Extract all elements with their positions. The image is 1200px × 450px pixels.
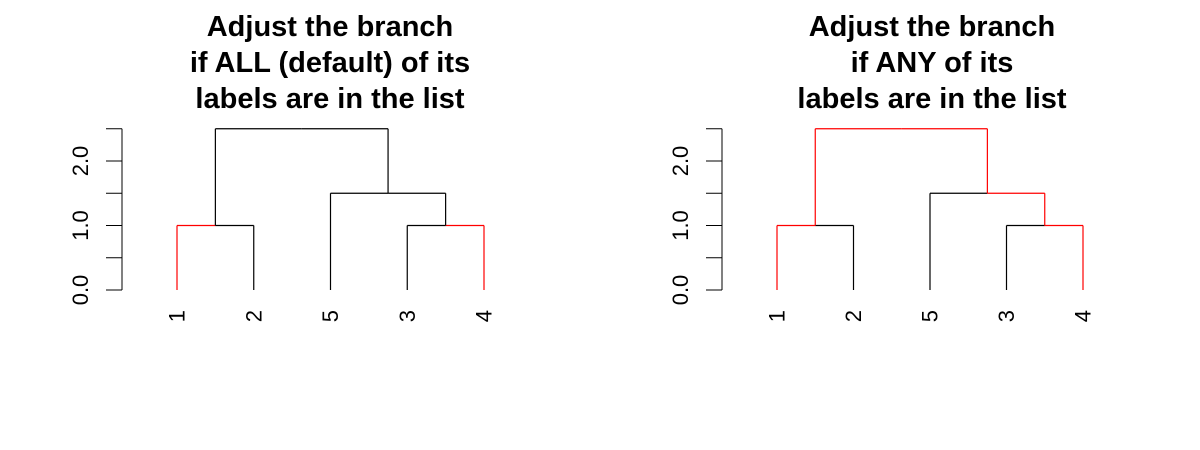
y-tick-label: 0.0 [668, 275, 693, 306]
y-tick-label: 1.0 [68, 210, 93, 241]
leaf-label: 3 [395, 310, 420, 322]
y-tick-label: 0.0 [68, 275, 93, 306]
dendrogram-panel-any: Adjust the branch if ANY of its labels are… [668, 11, 1096, 322]
chart-title-line: labels are in the list [195, 83, 464, 115]
y-tick-label: 2.0 [68, 146, 93, 177]
leaf-label: 5 [918, 310, 943, 322]
leaf-label: 3 [994, 310, 1019, 322]
chart-title-line: if ANY of its [851, 47, 1014, 79]
y-tick-label: 2.0 [668, 146, 693, 177]
leaf-label: 2 [241, 310, 266, 322]
chart-title-line: Adjust the branch [207, 11, 454, 43]
chart-title-line: labels are in the list [797, 83, 1066, 115]
dendrogram-panel-all: Adjust the branch if ALL (default) of its… [68, 11, 497, 322]
y-tick-label: 1.0 [668, 210, 693, 241]
leaf-label: 4 [472, 310, 497, 322]
leaf-label: 2 [841, 310, 866, 322]
chart-title-line: Adjust the branch [809, 11, 1056, 43]
leaf-label: 1 [765, 310, 790, 322]
leaf-label: 4 [1071, 310, 1096, 322]
chart-title-line: if ALL (default) of its [190, 47, 470, 79]
leaf-label: 1 [165, 310, 190, 322]
leaf-label: 5 [318, 310, 343, 322]
